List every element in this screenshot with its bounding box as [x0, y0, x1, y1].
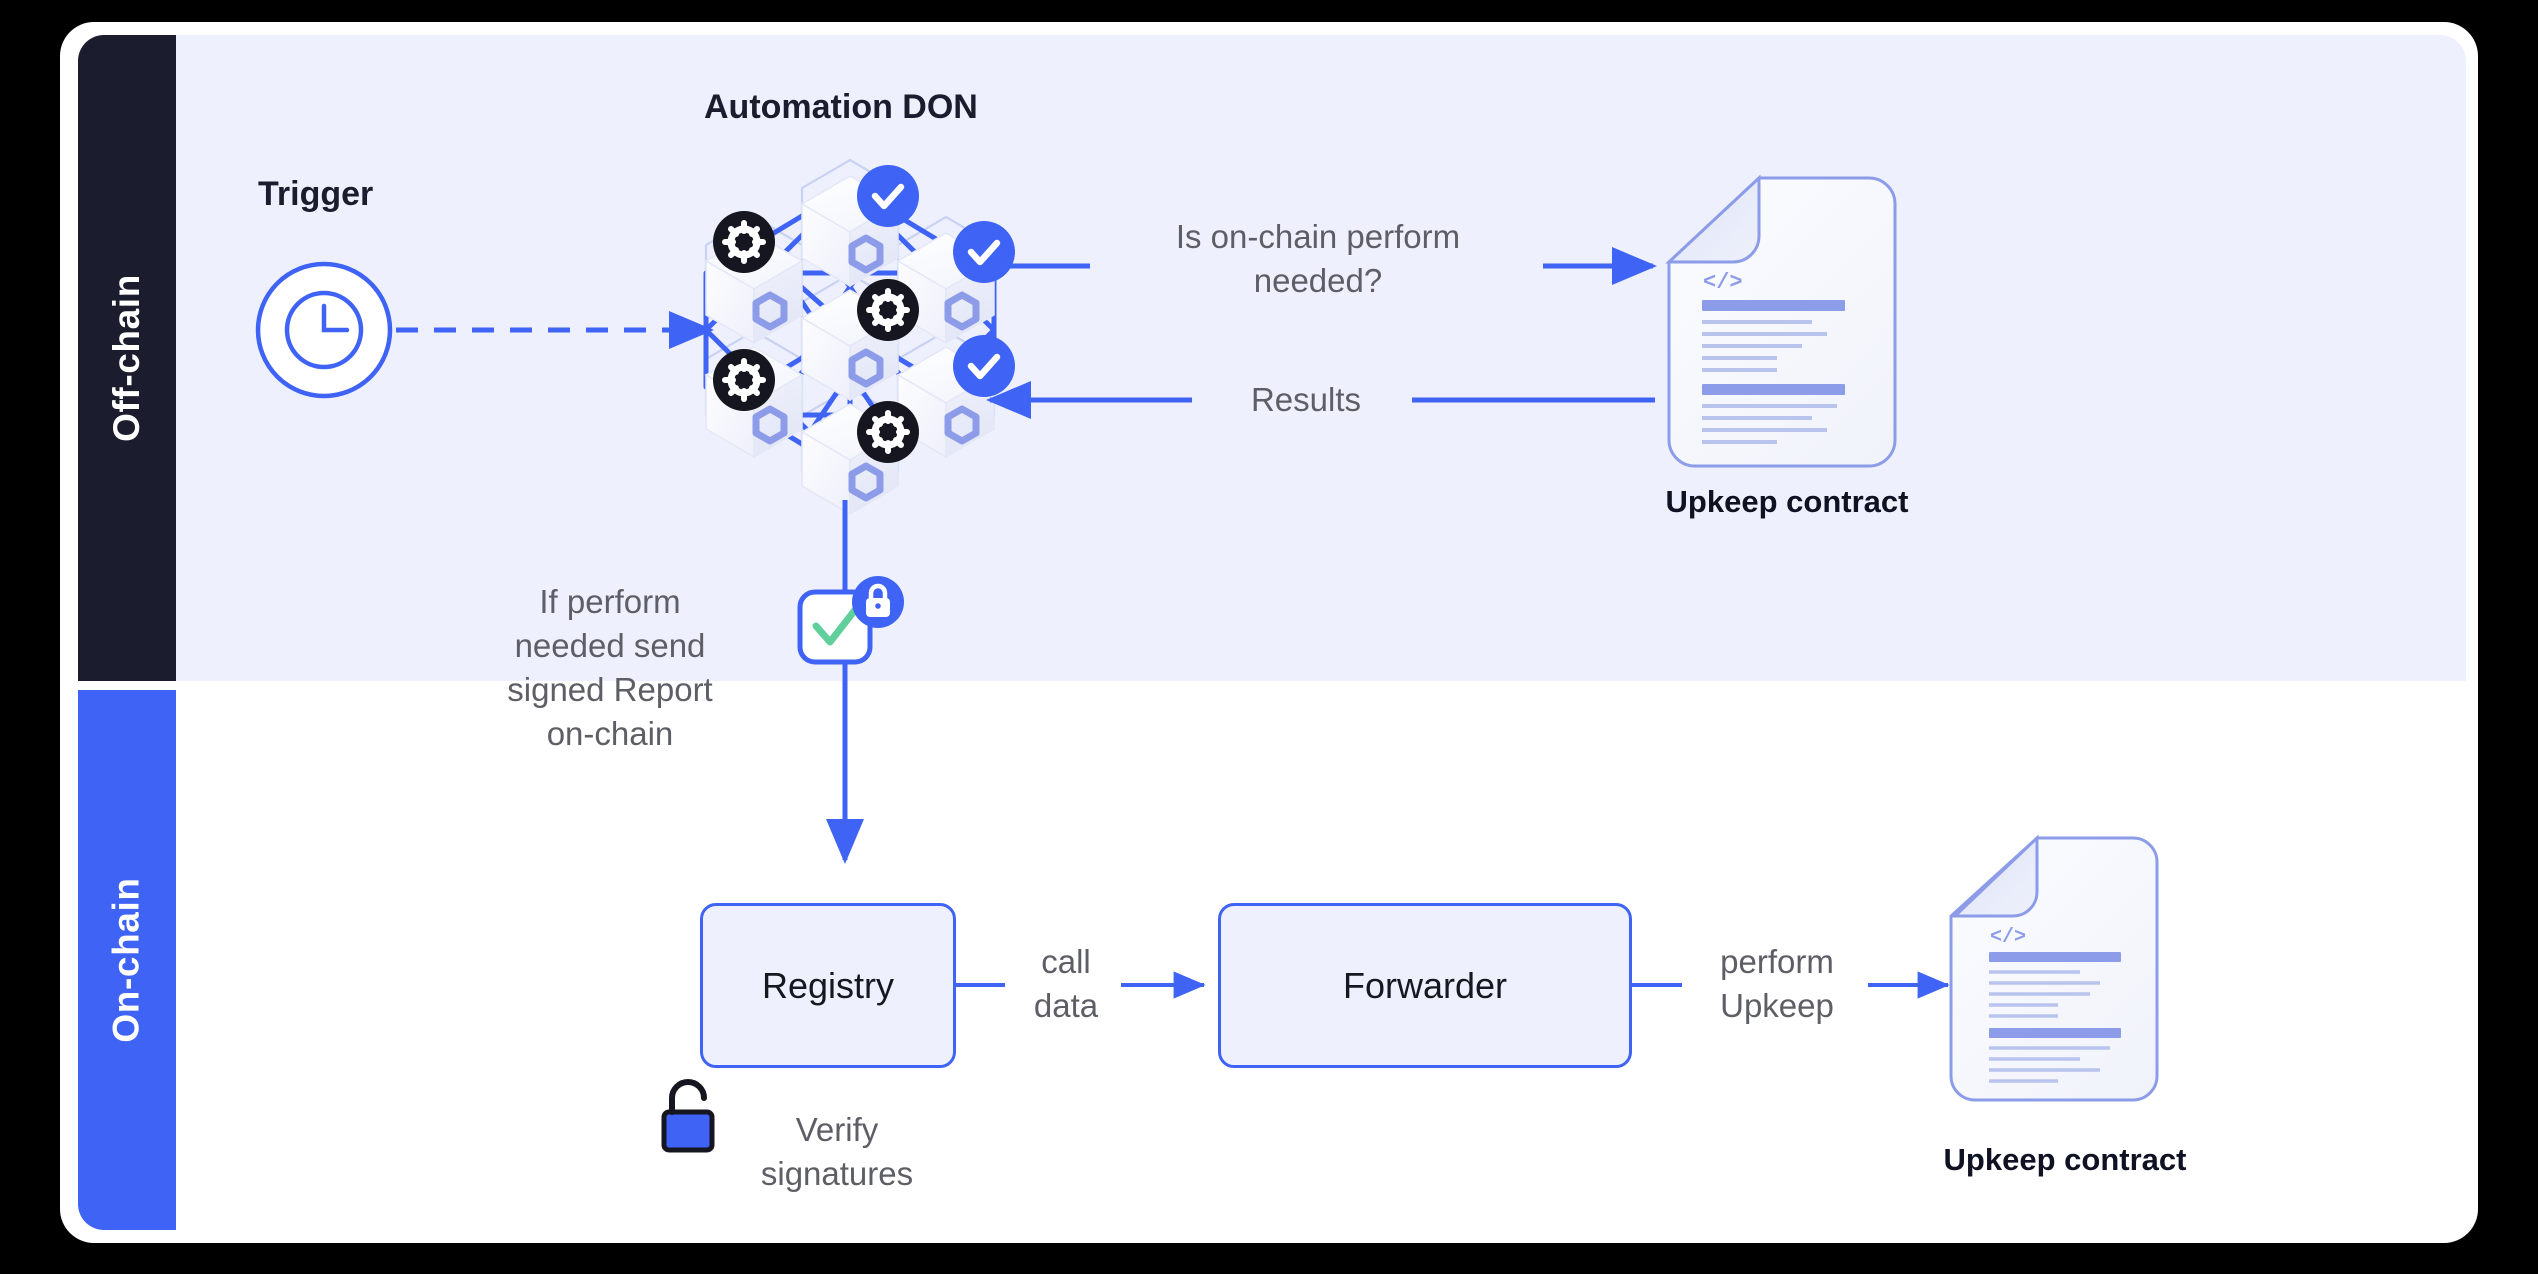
registry-label: Registry [761, 964, 895, 1006]
results-label: Results [1250, 381, 1362, 418]
verify-signatures-label: Verify signatures [760, 1111, 914, 1192]
query-label: Is on-chain perform needed? [1175, 218, 1461, 299]
forwarder-label: Forwarder [1342, 964, 1508, 1006]
forwarder-box[interactable]: Forwarder [1218, 903, 1632, 1068]
trigger-label: Trigger [258, 175, 374, 213]
don-title: Automation DON [704, 88, 978, 126]
registry-box[interactable]: Registry [700, 903, 956, 1068]
upkeep-contract-caption-offchain: Upkeep contract [1665, 484, 1909, 519]
offchain-band-text: Off-chain [106, 274, 147, 442]
onchain-band-text: On-chain [106, 877, 148, 1043]
offchain-panel [176, 35, 2466, 681]
perform-upkeep-label: perform Upkeep [1720, 943, 1834, 1024]
onchain-band-label: On-chain [78, 690, 176, 1230]
upkeep-contract-caption-onchain: Upkeep contract [1943, 1142, 2187, 1177]
call-data-label: call data [1033, 943, 1099, 1024]
report-label: If perform needed send signed Report on-… [507, 583, 713, 752]
offchain-band-label: Off-chain [78, 35, 176, 681]
